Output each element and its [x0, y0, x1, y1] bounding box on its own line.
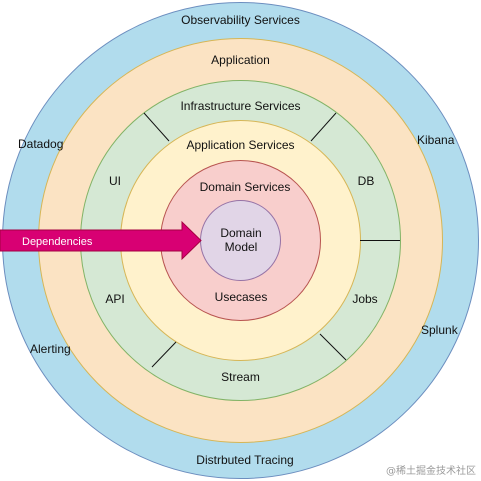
divider-ui-top — [143, 112, 170, 142]
kibana-label: Kibana — [417, 133, 455, 147]
distributed-tracing-label: Distrbuted Tracing — [196, 453, 293, 467]
api-label: API — [105, 292, 124, 306]
datadog-label: Datadog — [18, 137, 63, 151]
stream-label: Stream — [221, 370, 260, 384]
application-services-title: Application Services — [186, 138, 294, 152]
domain-model-line2: Model — [225, 240, 258, 254]
domain-services-title: Domain Services — [200, 180, 291, 194]
watermark-text: @稀土掘金技术社区 — [386, 464, 476, 477]
infrastructure-dividers — [143, 112, 400, 368]
db-label: DB — [358, 174, 375, 188]
infrastructure-services-title: Infrastructure Services — [180, 99, 300, 113]
ui-label: UI — [109, 174, 121, 188]
jobs-label: Jobs — [352, 292, 377, 306]
dependencies-label: Dependencies — [22, 236, 93, 248]
divider-stream-jobs — [319, 333, 347, 361]
splunk-label: Splunk — [421, 323, 459, 337]
usecases-label: Usecases — [215, 290, 268, 304]
dependencies-arrow — [0, 220, 202, 261]
domain-model-line1: Domain — [220, 226, 261, 240]
alerting-label: Alerting — [30, 342, 71, 356]
observability-services-title: Observability Services — [181, 13, 300, 27]
application-title: Application — [211, 53, 270, 67]
divider-api-stream — [151, 341, 177, 368]
divider-db-top — [310, 112, 337, 142]
